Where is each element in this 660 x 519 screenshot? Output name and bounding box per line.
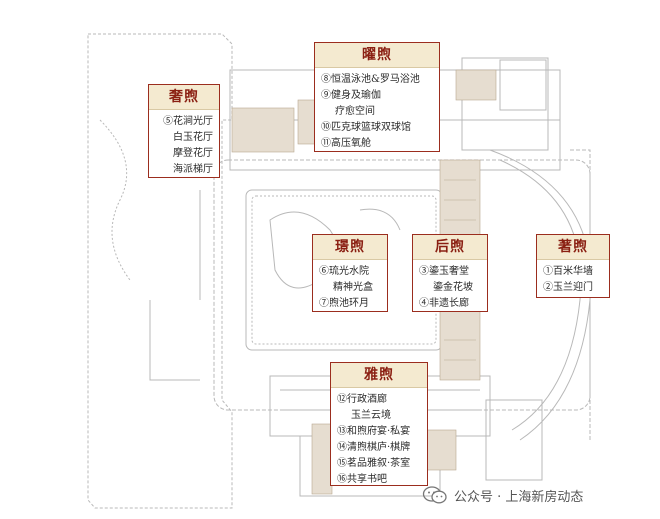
zone-item: ④非遗长廊 xyxy=(419,298,469,309)
zone-item: 精神光盒 xyxy=(333,282,373,293)
zone-item-list: ③鎏玉奢堂 鎏金花坡 ④非遗长廊 xyxy=(413,260,487,316)
zone-item: ⑪高压氧舱 xyxy=(321,138,371,149)
zone-item: ⑯共享书吧 xyxy=(337,474,387,485)
zone-title: 曜煦 xyxy=(315,43,439,68)
zone-item: 玉兰云境 xyxy=(351,410,391,421)
zone-item: 疗愈空间 xyxy=(335,106,375,117)
zone-she: 奢煦 ⑤花涧光厅 白玉花厅 摩登花厅 海派梯厅 xyxy=(148,84,220,178)
zone-item-list: ⑥琉光水院 精神光盒 ⑦煦池环月 xyxy=(313,260,387,316)
zone-item: ②玉兰迎门 xyxy=(543,282,593,293)
zone-item: 白玉花厅 xyxy=(173,132,213,143)
zone-title: 雅煦 xyxy=(331,363,427,388)
watermark: 公众号 · 上海新房动态 xyxy=(422,484,583,506)
watermark-text: 公众号 · 上海新房动态 xyxy=(454,489,584,505)
zone-item: ⑦煦池环月 xyxy=(319,298,369,309)
zone-title: 后煦 xyxy=(413,235,487,260)
zone-yao: 曜煦 ⑧恒温泳池&罗马浴池 ⑨健身及瑜伽 疗愈空间 ⑩匹克球篮球双球馆 ⑪高压氧… xyxy=(314,42,440,152)
zone-item: ⑤花涧光厅 xyxy=(163,116,213,127)
zone-jing: 璟煦 ⑥琉光水院 精神光盒 ⑦煦池环月 xyxy=(312,234,388,312)
zone-item: ⑨健身及瑜伽 xyxy=(321,90,381,101)
zone-item-list: ⑫行政酒廊 玉兰云境 ⑬和煦府宴·私宴 ⑭清煦棋庐·棋牌 ⑮茗品雅叙·茶室 ⑯共… xyxy=(331,388,427,492)
zone-item-list: ⑧恒温泳池&罗马浴池 ⑨健身及瑜伽 疗愈空间 ⑩匹克球篮球双球馆 ⑪高压氧舱 xyxy=(315,68,439,156)
zone-item: 摩登花厅 xyxy=(173,148,213,159)
zone-item: ⑧恒温泳池&罗马浴池 xyxy=(321,74,420,85)
zone-title: 奢煦 xyxy=(149,85,219,110)
zone-zhu: 著煦 ①百米华墙 ②玉兰迎门 xyxy=(536,234,610,298)
zone-title: 璟煦 xyxy=(313,235,387,260)
zone-hou: 后煦 ③鎏玉奢堂 鎏金花坡 ④非遗长廊 xyxy=(412,234,488,312)
zone-item: ⑥琉光水院 xyxy=(319,266,369,277)
zone-item: ⑬和煦府宴·私宴 xyxy=(337,426,411,437)
zone-item: ⑩匹克球篮球双球馆 xyxy=(321,122,411,133)
zone-item: 海派梯厅 xyxy=(173,164,213,175)
wechat-icon xyxy=(422,486,447,504)
zone-item: ③鎏玉奢堂 xyxy=(419,266,469,277)
zone-item: ①百米华墙 xyxy=(543,266,593,277)
zone-item: ⑭清煦棋庐·棋牌 xyxy=(337,442,411,453)
zone-ya: 雅煦 ⑫行政酒廊 玉兰云境 ⑬和煦府宴·私宴 ⑭清煦棋庐·棋牌 ⑮茗品雅叙·茶室… xyxy=(330,362,428,486)
zone-item: ⑫行政酒廊 xyxy=(337,394,387,405)
zone-item: ⑮茗品雅叙·茶室 xyxy=(337,458,411,469)
zone-title: 著煦 xyxy=(537,235,609,260)
zone-item-list: ①百米华墙 ②玉兰迎门 xyxy=(537,260,609,300)
zone-item: 鎏金花坡 xyxy=(433,282,473,293)
zone-item-list: ⑤花涧光厅 白玉花厅 摩登花厅 海派梯厅 xyxy=(149,110,219,182)
